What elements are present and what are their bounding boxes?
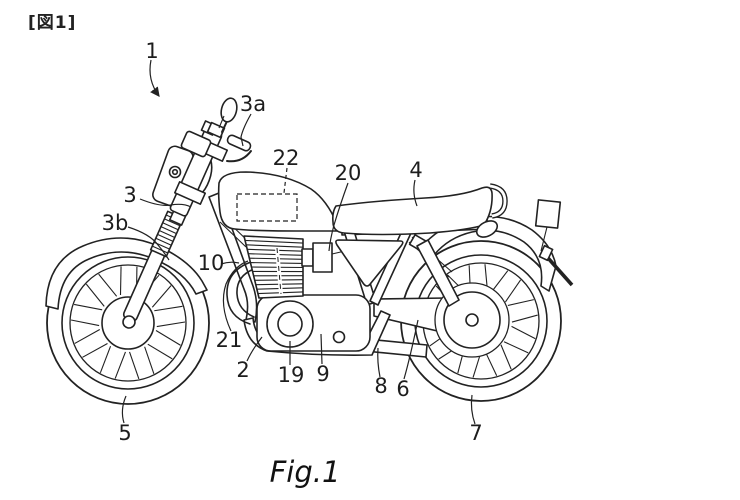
front-downtube bbox=[208, 192, 258, 323]
leader-3 bbox=[139, 198, 192, 208]
mirror bbox=[218, 97, 238, 133]
rear-stay bbox=[546, 256, 574, 287]
fuel-tank bbox=[217, 171, 341, 232]
ref-label-2: 2 bbox=[236, 358, 249, 382]
ref-label-4: 4 bbox=[409, 158, 422, 182]
engine bbox=[226, 235, 371, 352]
ref-label-20: 20 bbox=[335, 161, 362, 185]
front-fork-assembly bbox=[122, 97, 252, 329]
leader-1 bbox=[149, 59, 160, 97]
ref-label-3b: 3b bbox=[102, 211, 129, 235]
carburetor bbox=[301, 242, 346, 273]
seat bbox=[332, 186, 493, 236]
leader-6 bbox=[403, 319, 419, 380]
ref-label-22: 22 bbox=[273, 146, 300, 170]
instrument-cluster bbox=[180, 130, 212, 158]
ref-label-19: 19 bbox=[278, 363, 305, 387]
leader-10 bbox=[220, 261, 240, 265]
ref-label-10: 10 bbox=[198, 251, 225, 275]
ref-label-3a: 3a bbox=[240, 92, 266, 116]
front-axle bbox=[122, 315, 136, 329]
ref-label-3: 3 bbox=[123, 183, 136, 207]
lower-triple-clamp bbox=[173, 181, 207, 205]
tank-dashed-region bbox=[236, 193, 298, 222]
reference-numerals: 1 3a 3 3b 22 20 4 10 21 2 19 9 8 6 7 5 bbox=[102, 39, 483, 445]
rear-shock bbox=[408, 234, 460, 307]
ref-label-1: 1 bbox=[145, 39, 158, 63]
exhaust-header bbox=[226, 261, 252, 325]
ref-label-9: 9 bbox=[316, 362, 329, 386]
ref-label-8: 8 bbox=[374, 374, 387, 398]
brake-lever bbox=[226, 150, 252, 163]
case-knob bbox=[332, 330, 346, 344]
tail-light bbox=[534, 199, 574, 287]
leader-lines bbox=[121, 59, 476, 425]
grab-rail bbox=[475, 183, 508, 238]
rear-axle bbox=[465, 313, 479, 327]
leader-3b bbox=[127, 226, 170, 261]
side-cover bbox=[335, 239, 404, 287]
leader-2 bbox=[246, 336, 263, 362]
leader-21 bbox=[222, 260, 249, 332]
ref-label-5: 5 bbox=[118, 421, 131, 445]
leader-7 bbox=[470, 394, 476, 425]
leader-20 bbox=[328, 182, 349, 252]
handlebar-grip bbox=[226, 134, 252, 152]
ref-label-21: 21 bbox=[216, 328, 243, 352]
ref-label-7: 7 bbox=[469, 421, 482, 445]
figure-caption: Fig.1 bbox=[269, 455, 341, 489]
leader-5 bbox=[121, 395, 127, 424]
leader-3a bbox=[240, 113, 252, 147]
figure-header: [図1] bbox=[28, 13, 77, 33]
leader-9 bbox=[320, 333, 323, 365]
ref-label-6: 6 bbox=[396, 377, 409, 401]
leader-8 bbox=[377, 347, 381, 378]
leader-4 bbox=[413, 179, 418, 207]
